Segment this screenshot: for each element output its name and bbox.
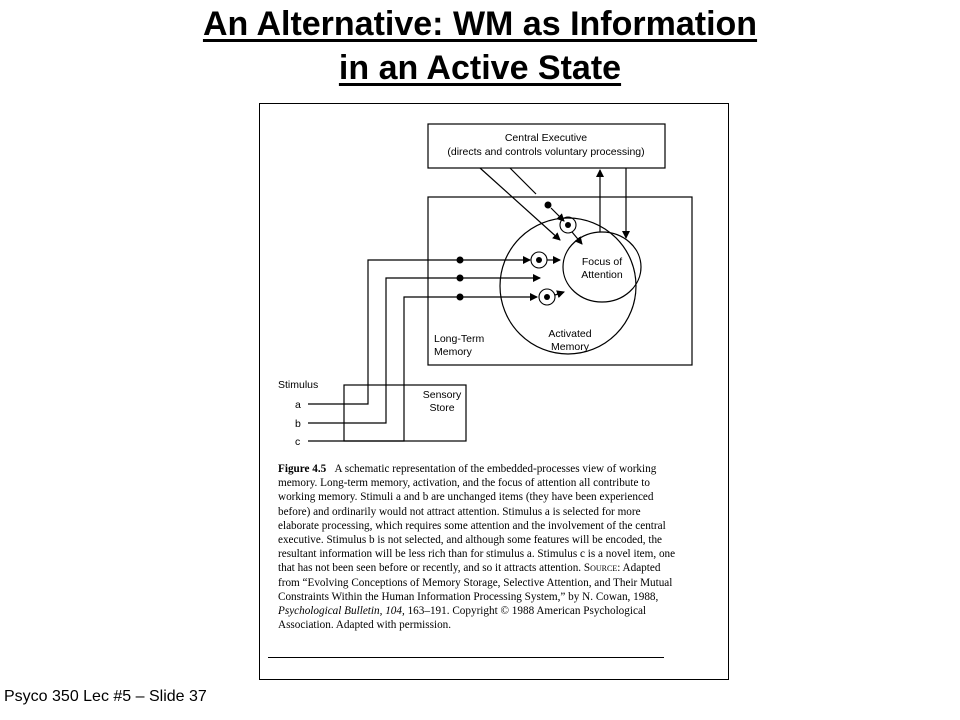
slide-title-line1: An Alternative: WM as Information [202,5,758,43]
focus-label-line1: Focus of [582,256,622,268]
journal-name: Psychological Bulletin, 104, [278,605,405,618]
selected-item-to-focus-arrow [571,231,583,245]
stimulus-a-dot [456,256,464,264]
executive-arrow-tail [550,207,565,222]
central-executive-subtitle: (directs and controls voluntary processi… [447,146,644,158]
stimulus-c-dot [456,293,464,301]
figure-label: Figure 4.5 [278,463,327,475]
activated-label-line1: Activated [548,328,591,340]
central-executive-title: Central Executive [505,132,587,144]
stimulus-c-label: c [295,436,300,448]
stimulus-c-ring [538,288,556,306]
sensory-label-line1: Sensory [423,389,462,401]
activated-memory-circle [499,217,637,355]
central-executive-box [427,123,666,169]
stimulus-b-label: b [295,418,301,430]
stimulus-b-dot [456,274,464,282]
embedded-processes-diagram: Central Executive (directs and controls … [278,123,693,448]
sensory-store-box [343,384,467,442]
slide-title-line2: in an Active State [338,49,622,87]
caption-divider [268,657,664,658]
selected-item-dot-executive [565,222,571,228]
sensory-label-line2: Store [429,402,454,414]
selected-item-ring-executive [559,216,577,234]
stimulus-c-path [403,296,458,424]
executive-arrow-to-item [509,167,537,195]
executive-arrow-to-focus [479,167,561,241]
slide-footer: Psyco 350 Lec #5 – Slide 37 [4,688,207,705]
focus-label-line2: Attention [581,269,623,281]
ltm-label-line2: Memory [434,346,473,358]
stimulus-b-path [385,277,458,404]
stimulus-c-to-focus [554,290,565,299]
figure-panel: Central Executive (directs and controls … [259,103,729,680]
stimulus-b-input-line [308,404,387,424]
stimulus-a-label: a [295,399,301,411]
stimulus-label: Stimulus [278,379,318,391]
source-text: Adapted from “Evolving Conceptions of Me… [278,562,673,603]
figure-caption: Figure 4.5 A schematic representation of… [278,462,683,632]
source-label: Source: [583,562,621,575]
caption-text: A schematic representation of the embedd… [278,463,676,575]
focus-of-attention-ellipse [562,231,642,303]
activated-label-line2: Memory [551,341,590,353]
executive-dot [544,201,552,209]
stimulus-c-input-line [308,424,405,442]
stimulus-a-input-line [308,384,369,405]
ltm-label-line1: Long-Term [434,333,484,345]
slide-title: An Alternative: WM as Information in an … [0,2,960,90]
stimulus-a-inner-dot [536,257,542,263]
stimulus-a-path [367,259,458,384]
long-term-memory-box [427,196,693,366]
source-tail: 163–191. Copyright © 1988 American Psych… [278,605,647,632]
stimulus-c-inner-dot [544,294,550,300]
